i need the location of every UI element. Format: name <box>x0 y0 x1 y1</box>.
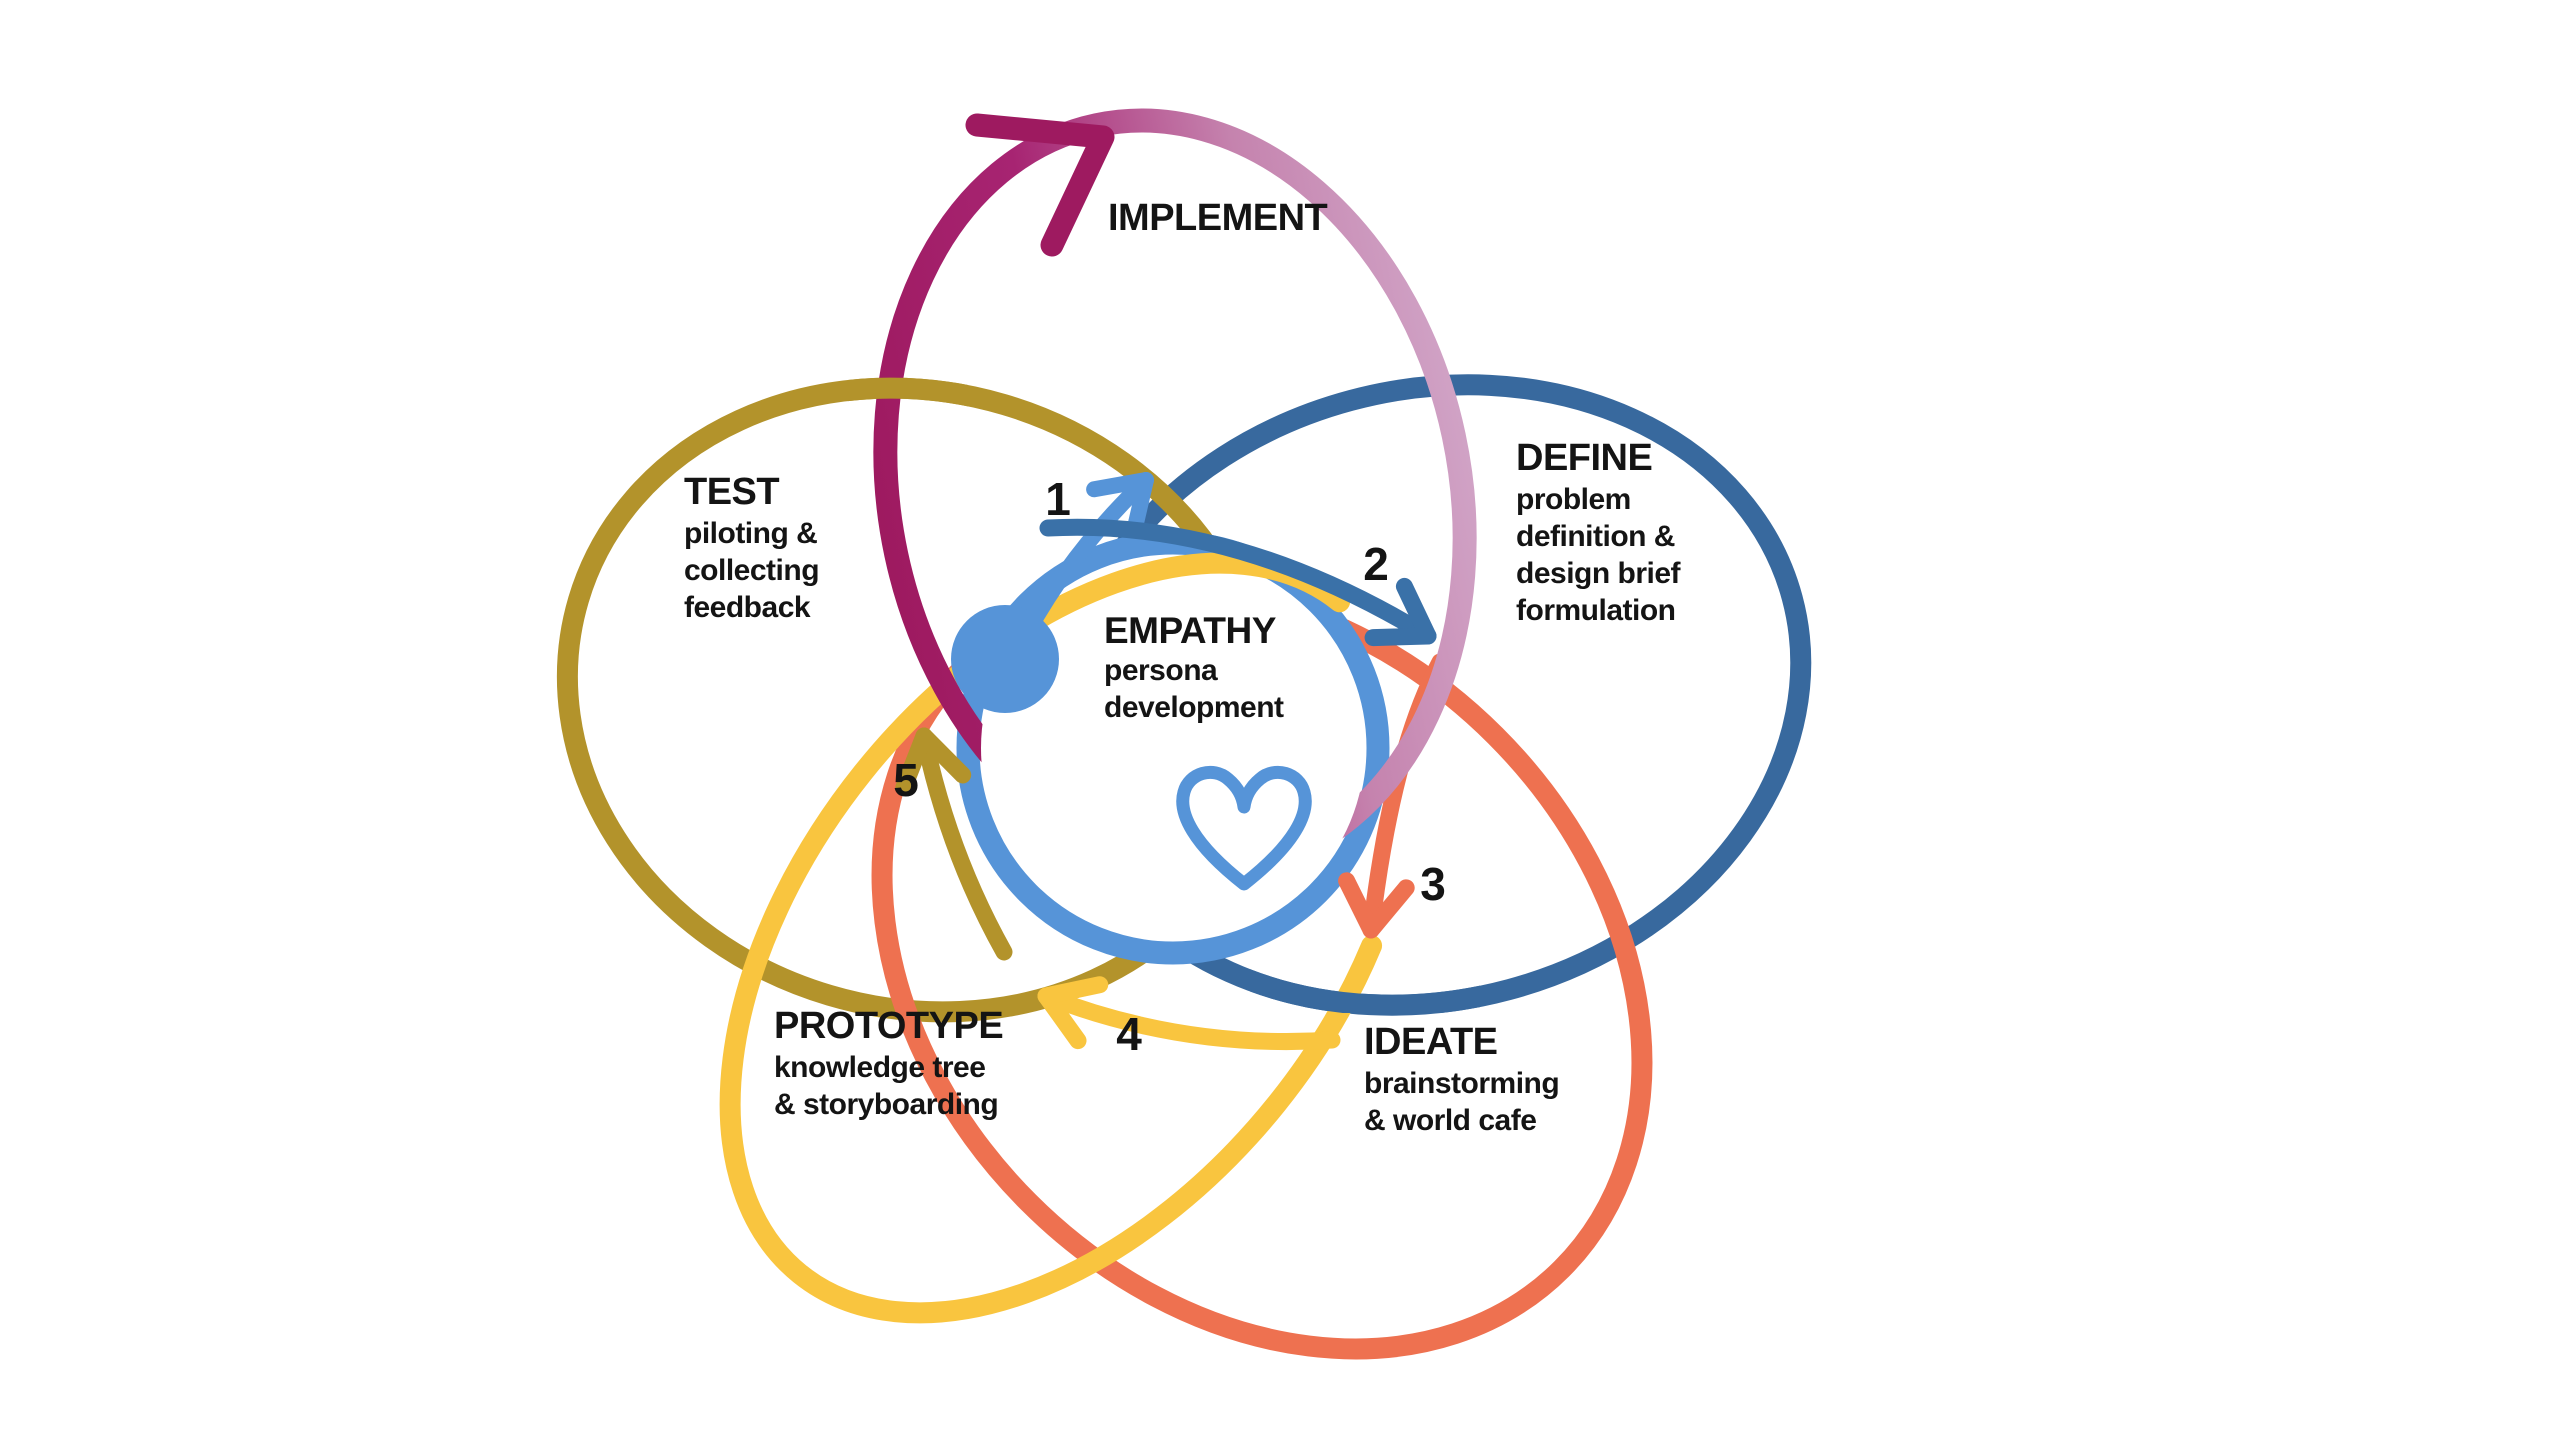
stage-empathy: EMPATHY persona development <box>1104 610 1284 726</box>
stage-define: DEFINE problem definition & design brief… <box>1516 436 1681 629</box>
stage-label-implement: IMPLEMENT <box>1108 197 1328 239</box>
stage-sub-define-1: definition & <box>1516 520 1675 553</box>
step-number-1: 1 <box>1045 473 1071 525</box>
stage-label-ideate: IDEATE <box>1364 1021 1498 1063</box>
step-number-4: 4 <box>1116 1008 1142 1060</box>
stage-label-test: TEST <box>684 471 780 513</box>
stage-label-empathy: EMPATHY <box>1104 610 1276 651</box>
stage-sub-prototype-0: knowledge tree <box>774 1051 986 1084</box>
stage-sub-define-2: design brief <box>1516 557 1681 590</box>
stage-sub-empathy-0: persona <box>1104 654 1218 687</box>
petal-prototype <box>719 552 1421 1324</box>
stage-sub-test-0: piloting & <box>684 517 818 550</box>
arrow-step-4 <box>1037 976 1341 1051</box>
stage-sub-prototype-1: & storyboarding <box>774 1088 999 1121</box>
stage-sub-test-2: feedback <box>684 591 811 624</box>
implement-arrowhead-icon <box>965 113 1115 257</box>
stage-sub-ideate-1: & world cafe <box>1364 1104 1537 1137</box>
stage-label-prototype: PROTOTYPE <box>774 1005 1004 1047</box>
step-number-5: 5 <box>893 754 919 806</box>
arrow-step-2 <box>1039 518 1437 647</box>
stage-label-define: DEFINE <box>1516 437 1653 479</box>
stage-sub-empathy-1: development <box>1104 691 1284 724</box>
stage-test: TEST piloting & collecting feedback <box>684 470 820 626</box>
empathy-ring <box>956 531 1390 965</box>
stage-ideate: IDEATE brainstorming & world cafe <box>1364 1020 1560 1139</box>
arrow-step-5 <box>895 727 1013 961</box>
stage-sub-ideate-0: brainstorming <box>1364 1067 1560 1100</box>
heart-icon <box>1176 765 1312 891</box>
stage-sub-test-1: collecting <box>684 554 820 587</box>
step-number-3: 3 <box>1420 858 1446 910</box>
step-number-2: 2 <box>1363 538 1389 590</box>
start-dot <box>951 605 1059 713</box>
stage-sub-define-0: problem <box>1516 483 1631 516</box>
stage-sub-define-3: formulation <box>1516 594 1676 627</box>
stage-implement: IMPLEMENT <box>1108 196 1328 241</box>
stage-prototype: PROTOTYPE knowledge tree & storyboarding <box>774 1004 1004 1123</box>
